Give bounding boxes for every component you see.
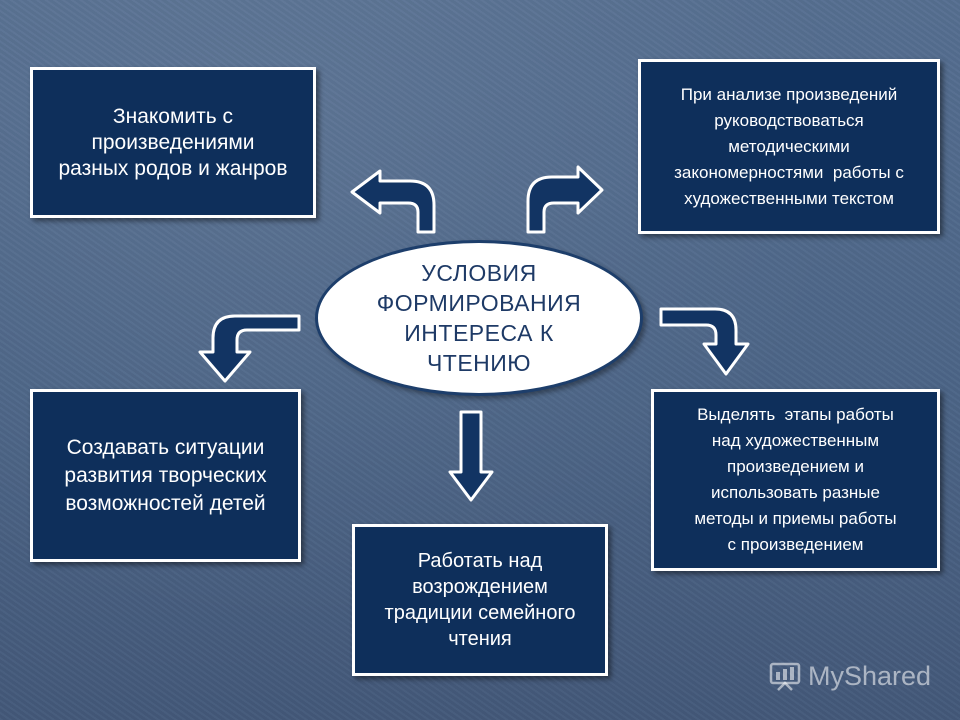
watermark: MyShared	[768, 656, 948, 696]
arrow-to-top-right-icon	[526, 165, 604, 234]
box-family-reading-text: Работать над возрождением традиции семей…	[384, 550, 576, 650]
box-analysis-guidance: При анализе произведений руководствовать…	[638, 59, 940, 234]
box-creative-situations: Создавать ситуации развития творческих в…	[30, 389, 301, 562]
center-ellipse-title: УСЛОВИЯ ФОРМИРОВАНИЯ ИНТЕРЕСА К ЧТЕНИЮ	[315, 240, 643, 396]
box-acquaint-genres: Знакомить с произведениями разных родов …	[30, 67, 316, 218]
watermark-text: MyShared	[808, 660, 932, 691]
box-creative-situations-text: Создавать ситуации развития творческих в…	[64, 435, 267, 515]
arrow-to-top-left-icon	[350, 169, 436, 234]
arrow-to-left-icon	[198, 314, 301, 383]
arrow-to-right-icon	[659, 307, 750, 376]
box-analysis-guidance-text: При анализе произведений руководствовать…	[674, 84, 904, 208]
box-work-stages: Выделять этапы работы над художественным…	[651, 389, 940, 571]
box-work-stages-text: Выделять этапы работы над художественным…	[694, 405, 897, 554]
presentation-icon	[769, 662, 801, 691]
box-family-reading: Работать над возрождением традиции семей…	[352, 524, 608, 676]
box-acquaint-genres-text: Знакомить с произведениями разных родов …	[58, 104, 288, 180]
center-title-text: УСЛОВИЯ ФОРМИРОВАНИЯ ИНТЕРЕСА К ЧТЕНИЮ	[376, 260, 582, 376]
arrow-to-bottom-icon	[448, 410, 494, 502]
